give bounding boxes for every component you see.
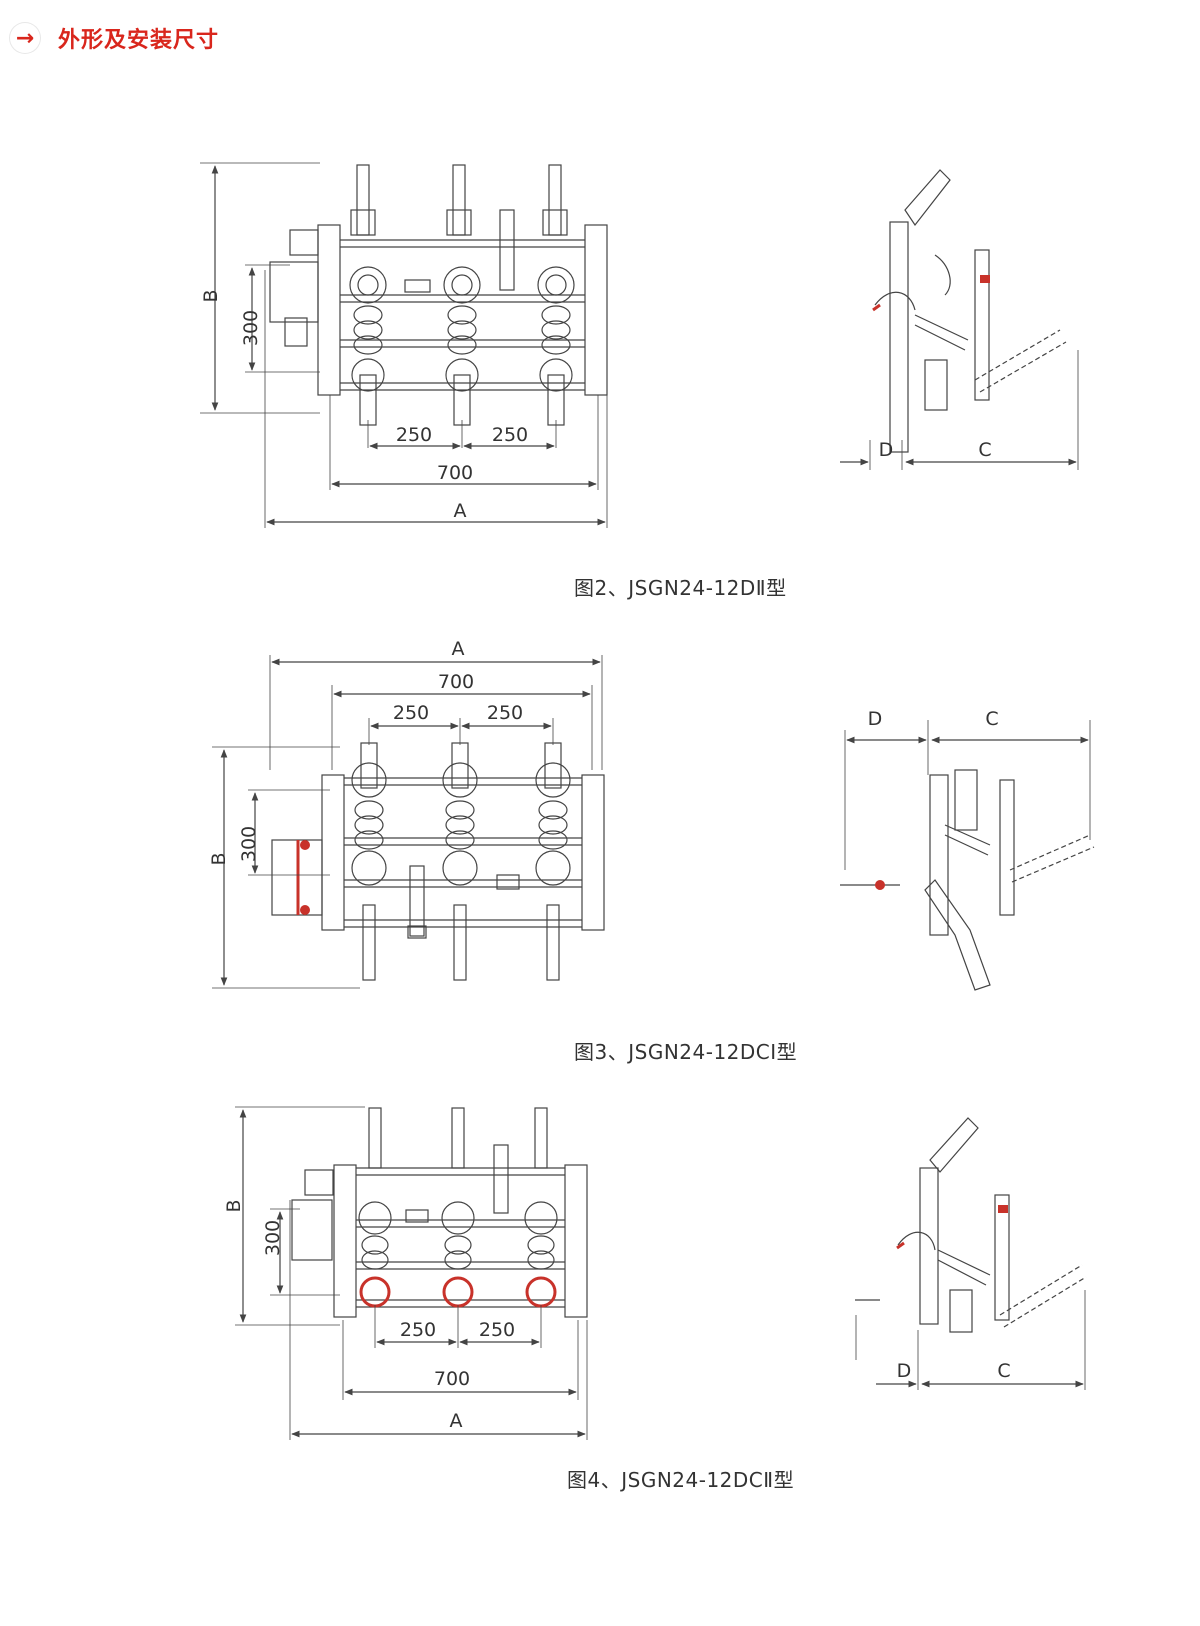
dim-label-300: 300 xyxy=(262,1220,284,1256)
figure-caption: 图2、JSGN24-12DⅡ型 xyxy=(574,576,787,600)
phase-column xyxy=(524,1107,558,1308)
section-header: → 外形及安装尺寸 xyxy=(10,18,219,58)
phase-column xyxy=(441,1107,475,1308)
dim-label-b: B xyxy=(223,1199,245,1212)
dim-label-700: 700 xyxy=(438,671,474,693)
dim-label-d: D xyxy=(879,439,894,461)
dim-label-a: A xyxy=(452,638,465,660)
dim-label-c: C xyxy=(985,708,998,730)
dim-label-d: D xyxy=(868,708,883,730)
phase-column xyxy=(535,742,571,981)
figure-caption: 图3、JSGN24-12DCI型 xyxy=(574,1040,798,1064)
dim-label-250: 250 xyxy=(487,702,523,724)
phase-column xyxy=(442,742,478,981)
phase-column xyxy=(358,1107,392,1308)
figure-3-front-view xyxy=(212,655,1095,991)
dim-label-a: A xyxy=(454,500,467,522)
figure-4-front-view xyxy=(235,1106,1087,1440)
dim-label-c: C xyxy=(978,439,991,461)
phase-column xyxy=(351,742,387,981)
dim-label-250: 250 xyxy=(393,702,429,724)
dim-label-250: 250 xyxy=(400,1319,436,1341)
figure-2-front-view xyxy=(200,162,1079,528)
dim-label-300: 300 xyxy=(238,826,260,862)
dim-label-b: B xyxy=(208,852,230,865)
dim-label-700: 700 xyxy=(434,1368,470,1390)
dim-label-250: 250 xyxy=(492,424,528,446)
figure-caption: 图4、JSGN24-12DCⅡ型 xyxy=(567,1468,795,1492)
dim-label-a: A xyxy=(450,1410,463,1432)
dim-label-700: 700 xyxy=(437,462,473,484)
dim-label-300: 300 xyxy=(240,310,262,346)
phase-column xyxy=(537,164,575,426)
dim-label-250: 250 xyxy=(396,424,432,446)
arrow-right-icon: → xyxy=(10,23,40,53)
dim-label-b: B xyxy=(200,289,222,302)
dim-label-d: D xyxy=(897,1360,912,1382)
dim-label-250: 250 xyxy=(479,1319,515,1341)
dim-label-c: C xyxy=(997,1360,1010,1382)
section-title: 外形及安装尺寸 xyxy=(58,28,220,53)
